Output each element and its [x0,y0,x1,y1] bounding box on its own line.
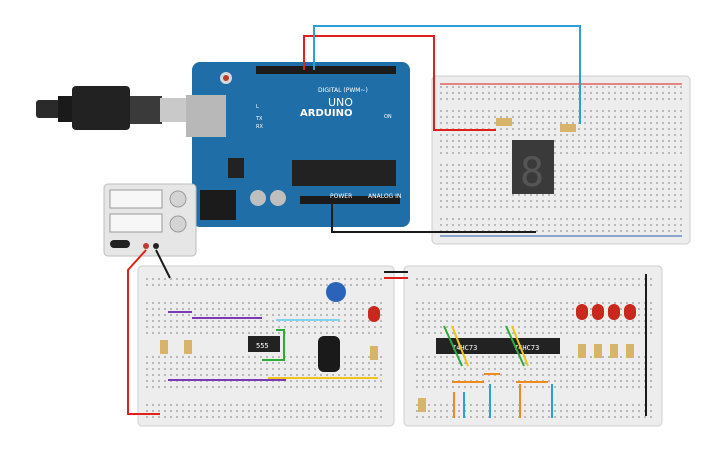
power-switch[interactable] [110,240,130,248]
breadboard-top[interactable] [431,75,691,245]
arduino-logo: ARDUINO [300,108,352,119]
usb-cable [36,86,186,130]
led-4[interactable] [624,304,636,320]
led-left[interactable] [368,306,380,322]
arduino-uno-board[interactable]: ARDUINO UNO DIGITAL (PWM~) POWER ANALOG … [186,62,410,227]
timer-chip[interactable] [248,336,280,352]
analog-label: ANALOG IN [368,193,401,200]
resistor-8[interactable] [418,398,426,412]
digital-label: DIGITAL (PWM~) [318,87,368,94]
l-label: L [256,104,259,110]
led-3[interactable] [608,304,620,320]
led-group-right [576,304,636,320]
atmega-chip [292,160,396,186]
on-label: ON [384,114,392,120]
reset-button-cap [223,75,229,81]
wire-green-1 [262,329,285,361]
flipflop-chip-a-label: 74HC73 [452,344,477,352]
wire-green-3 [505,325,525,367]
wire-yellow-3 [511,325,529,367]
seven-segment-display: 8 [512,140,554,196]
resistors [160,118,634,412]
wire-red-arduino-top [303,35,496,131]
wire-green-2 [443,325,463,367]
power-label: POWER [330,193,352,200]
rx-label: RX [256,124,263,130]
digital-header [256,66,396,74]
resistor-top-1[interactable] [496,118,512,126]
wire-yellow-2 [451,325,469,367]
wire-black-ground [331,204,536,233]
timer-chip-label: 555 [256,342,269,350]
current-knob[interactable] [169,215,187,233]
flipflop-chip-b-label: 74HC73 [514,344,539,352]
resistor-3[interactable] [370,346,378,360]
resistor-4[interactable] [578,344,586,358]
voltage-knob[interactable] [169,190,187,208]
wire-blue-arduino-top [313,25,581,124]
electrolytic-capacitor[interactable] [318,336,340,372]
wire-red-supply [127,249,160,415]
negative-terminal [153,243,159,249]
resistor-7[interactable] [626,344,634,358]
led-1[interactable] [576,304,588,320]
positive-terminal [143,243,149,249]
arduino-model: UNO [328,96,353,109]
resistor-5[interactable] [594,344,602,358]
regulator [228,158,244,178]
resistor-1[interactable] [160,340,168,354]
ceramic-capacitor[interactable] [326,282,346,302]
power-analog-header [300,196,400,204]
resistor-2[interactable] [184,340,192,354]
usb-port [186,95,226,137]
capacitor-left [250,190,266,206]
segment-digit: 8 [520,150,544,196]
led-2[interactable] [592,304,604,320]
tx-label: TX [255,116,263,122]
capacitor-right [270,190,286,206]
power-supply[interactable] [103,183,197,257]
resistor-6[interactable] [610,344,618,358]
wire-black-supply [155,249,171,279]
wires [127,25,647,418]
resistor-top-2[interactable] [560,124,576,132]
power-jack [200,190,236,220]
